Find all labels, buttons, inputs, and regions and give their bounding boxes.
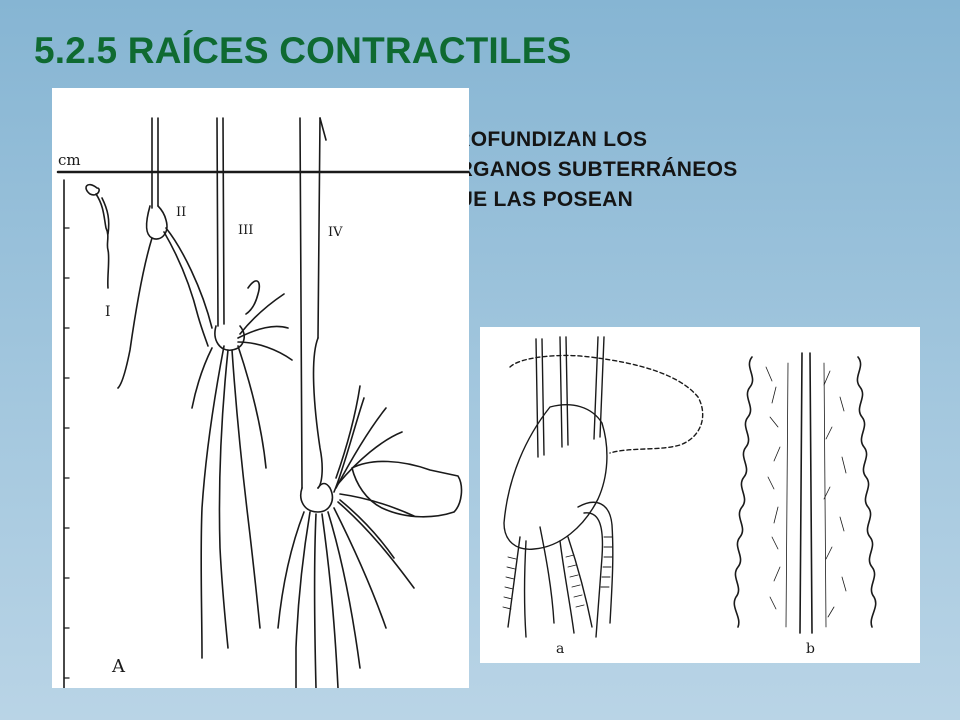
figure-panel-label: b (806, 641, 815, 657)
stage-label: III (238, 223, 253, 238)
body-text-line: PROFUNDIZAN LOS (441, 128, 648, 151)
body-text-line: QUE LAS POSEAN (441, 188, 634, 211)
contractile-root-detail-figure: a b (480, 327, 920, 663)
slide-body-text: PROFUNDIZAN LOS ÓRGANOS SUBTERRÁNEOS QUE… (441, 125, 738, 215)
detail-a-bulb-roots (503, 336, 704, 638)
scale-unit-label: cm (58, 151, 81, 169)
stage-label: IV (328, 225, 343, 240)
slide-title: 5.2.5 RAÍCES CONTRACTILES (34, 30, 572, 71)
detail-b-root-section (733, 352, 877, 634)
scale-ticks (63, 227, 70, 679)
contractile-root-detail-drawing: a b (502, 336, 877, 657)
stage-label: II (176, 205, 186, 220)
stage-iv-plant (277, 117, 463, 688)
figure-panel-label: a (556, 641, 564, 657)
contractile-roots-stages-drawing: cm I II (56, 117, 469, 688)
stage-label: I (105, 304, 111, 320)
contractile-roots-stages-figure: cm I II (52, 88, 469, 688)
detail-a-root-wrinkles (502, 536, 613, 610)
detail-b-tissue-texture (765, 362, 847, 628)
stage-iii-plant (191, 117, 293, 659)
stage-ii-plant (117, 117, 213, 389)
stage-i-seedling (85, 183, 110, 289)
figure-panel-label: A (111, 656, 126, 677)
body-text-line: ÓRGANOS SUBTERRÁNEOS (441, 158, 738, 181)
